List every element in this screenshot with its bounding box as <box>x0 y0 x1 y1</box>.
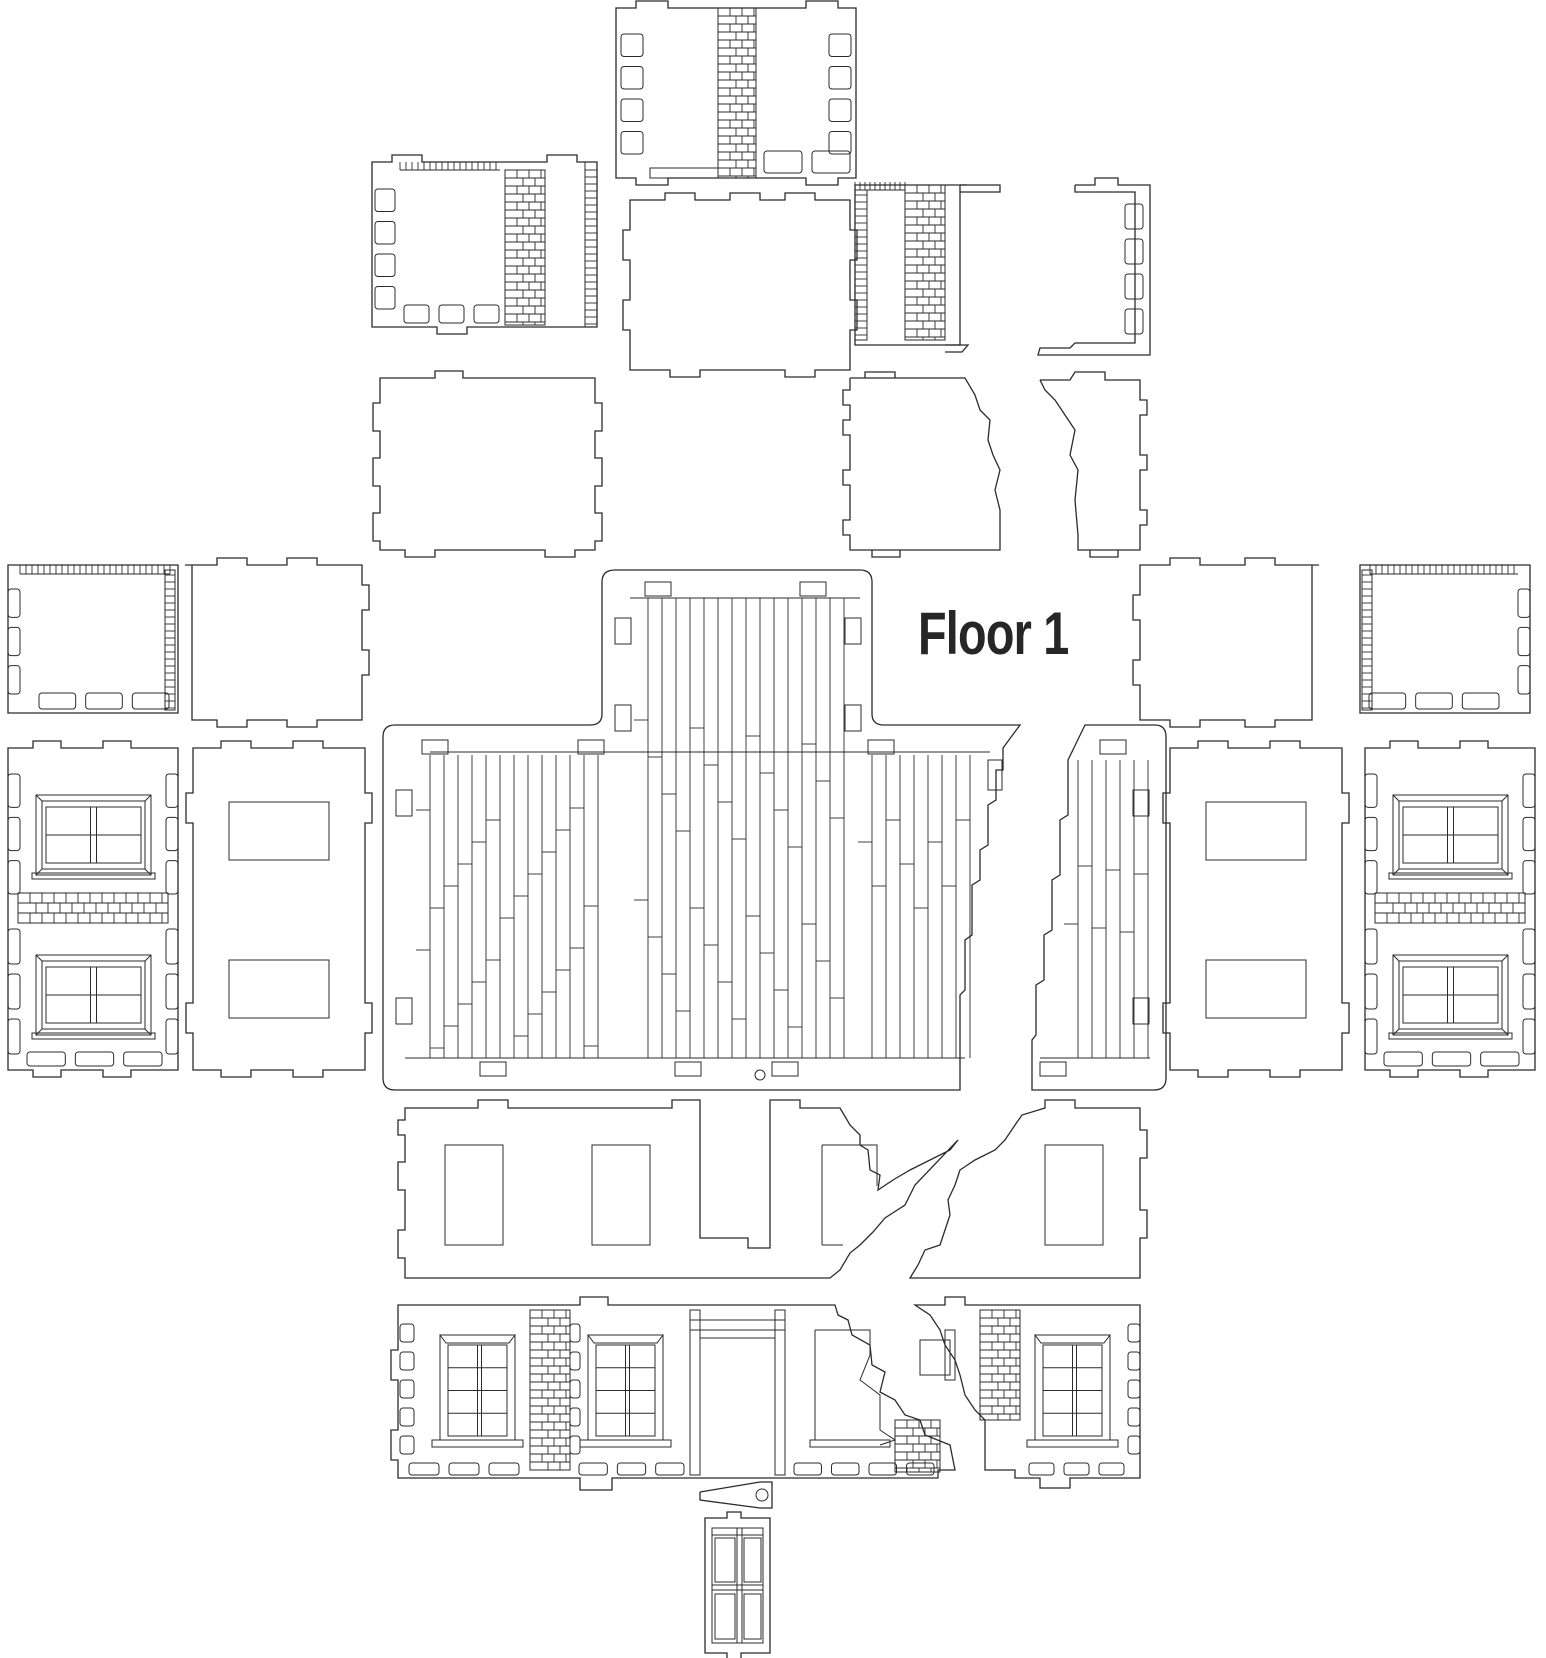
floor-label: Floor 1 <box>918 600 1069 667</box>
panel-side-left-windows <box>185 740 373 1078</box>
wall-side-far-right-upper <box>1359 564 1531 714</box>
wall-top-right-broken <box>1037 177 1151 356</box>
floor-center <box>382 569 1022 1091</box>
wall-side-far-left-windows <box>7 740 179 1078</box>
wall-top-center <box>615 0 857 186</box>
panel-side-right-upper <box>1132 557 1319 728</box>
panel-side-right-windows <box>1162 740 1350 1078</box>
wall-side-far-right-windows <box>1364 740 1536 1078</box>
door-leaf <box>704 1511 771 1658</box>
floor-right <box>1031 724 1167 1091</box>
wall-top-right-brick <box>854 182 1001 353</box>
wall-top-left <box>371 154 598 335</box>
facade-front-right <box>912 1296 1141 1489</box>
panel-side-left-upper <box>185 557 370 728</box>
door-hinge <box>699 1481 773 1509</box>
panel-row2-broken-left <box>842 371 1001 558</box>
wall-side-far-left-upper <box>7 564 179 714</box>
facade-front-left <box>390 1296 956 1491</box>
panel-row2-broken-right <box>1039 371 1148 558</box>
panel-bottom-left <box>397 1099 959 1279</box>
panel-top-center <box>622 192 858 378</box>
panel-row2-left <box>372 370 603 558</box>
panel-bottom-right <box>908 1099 1148 1279</box>
